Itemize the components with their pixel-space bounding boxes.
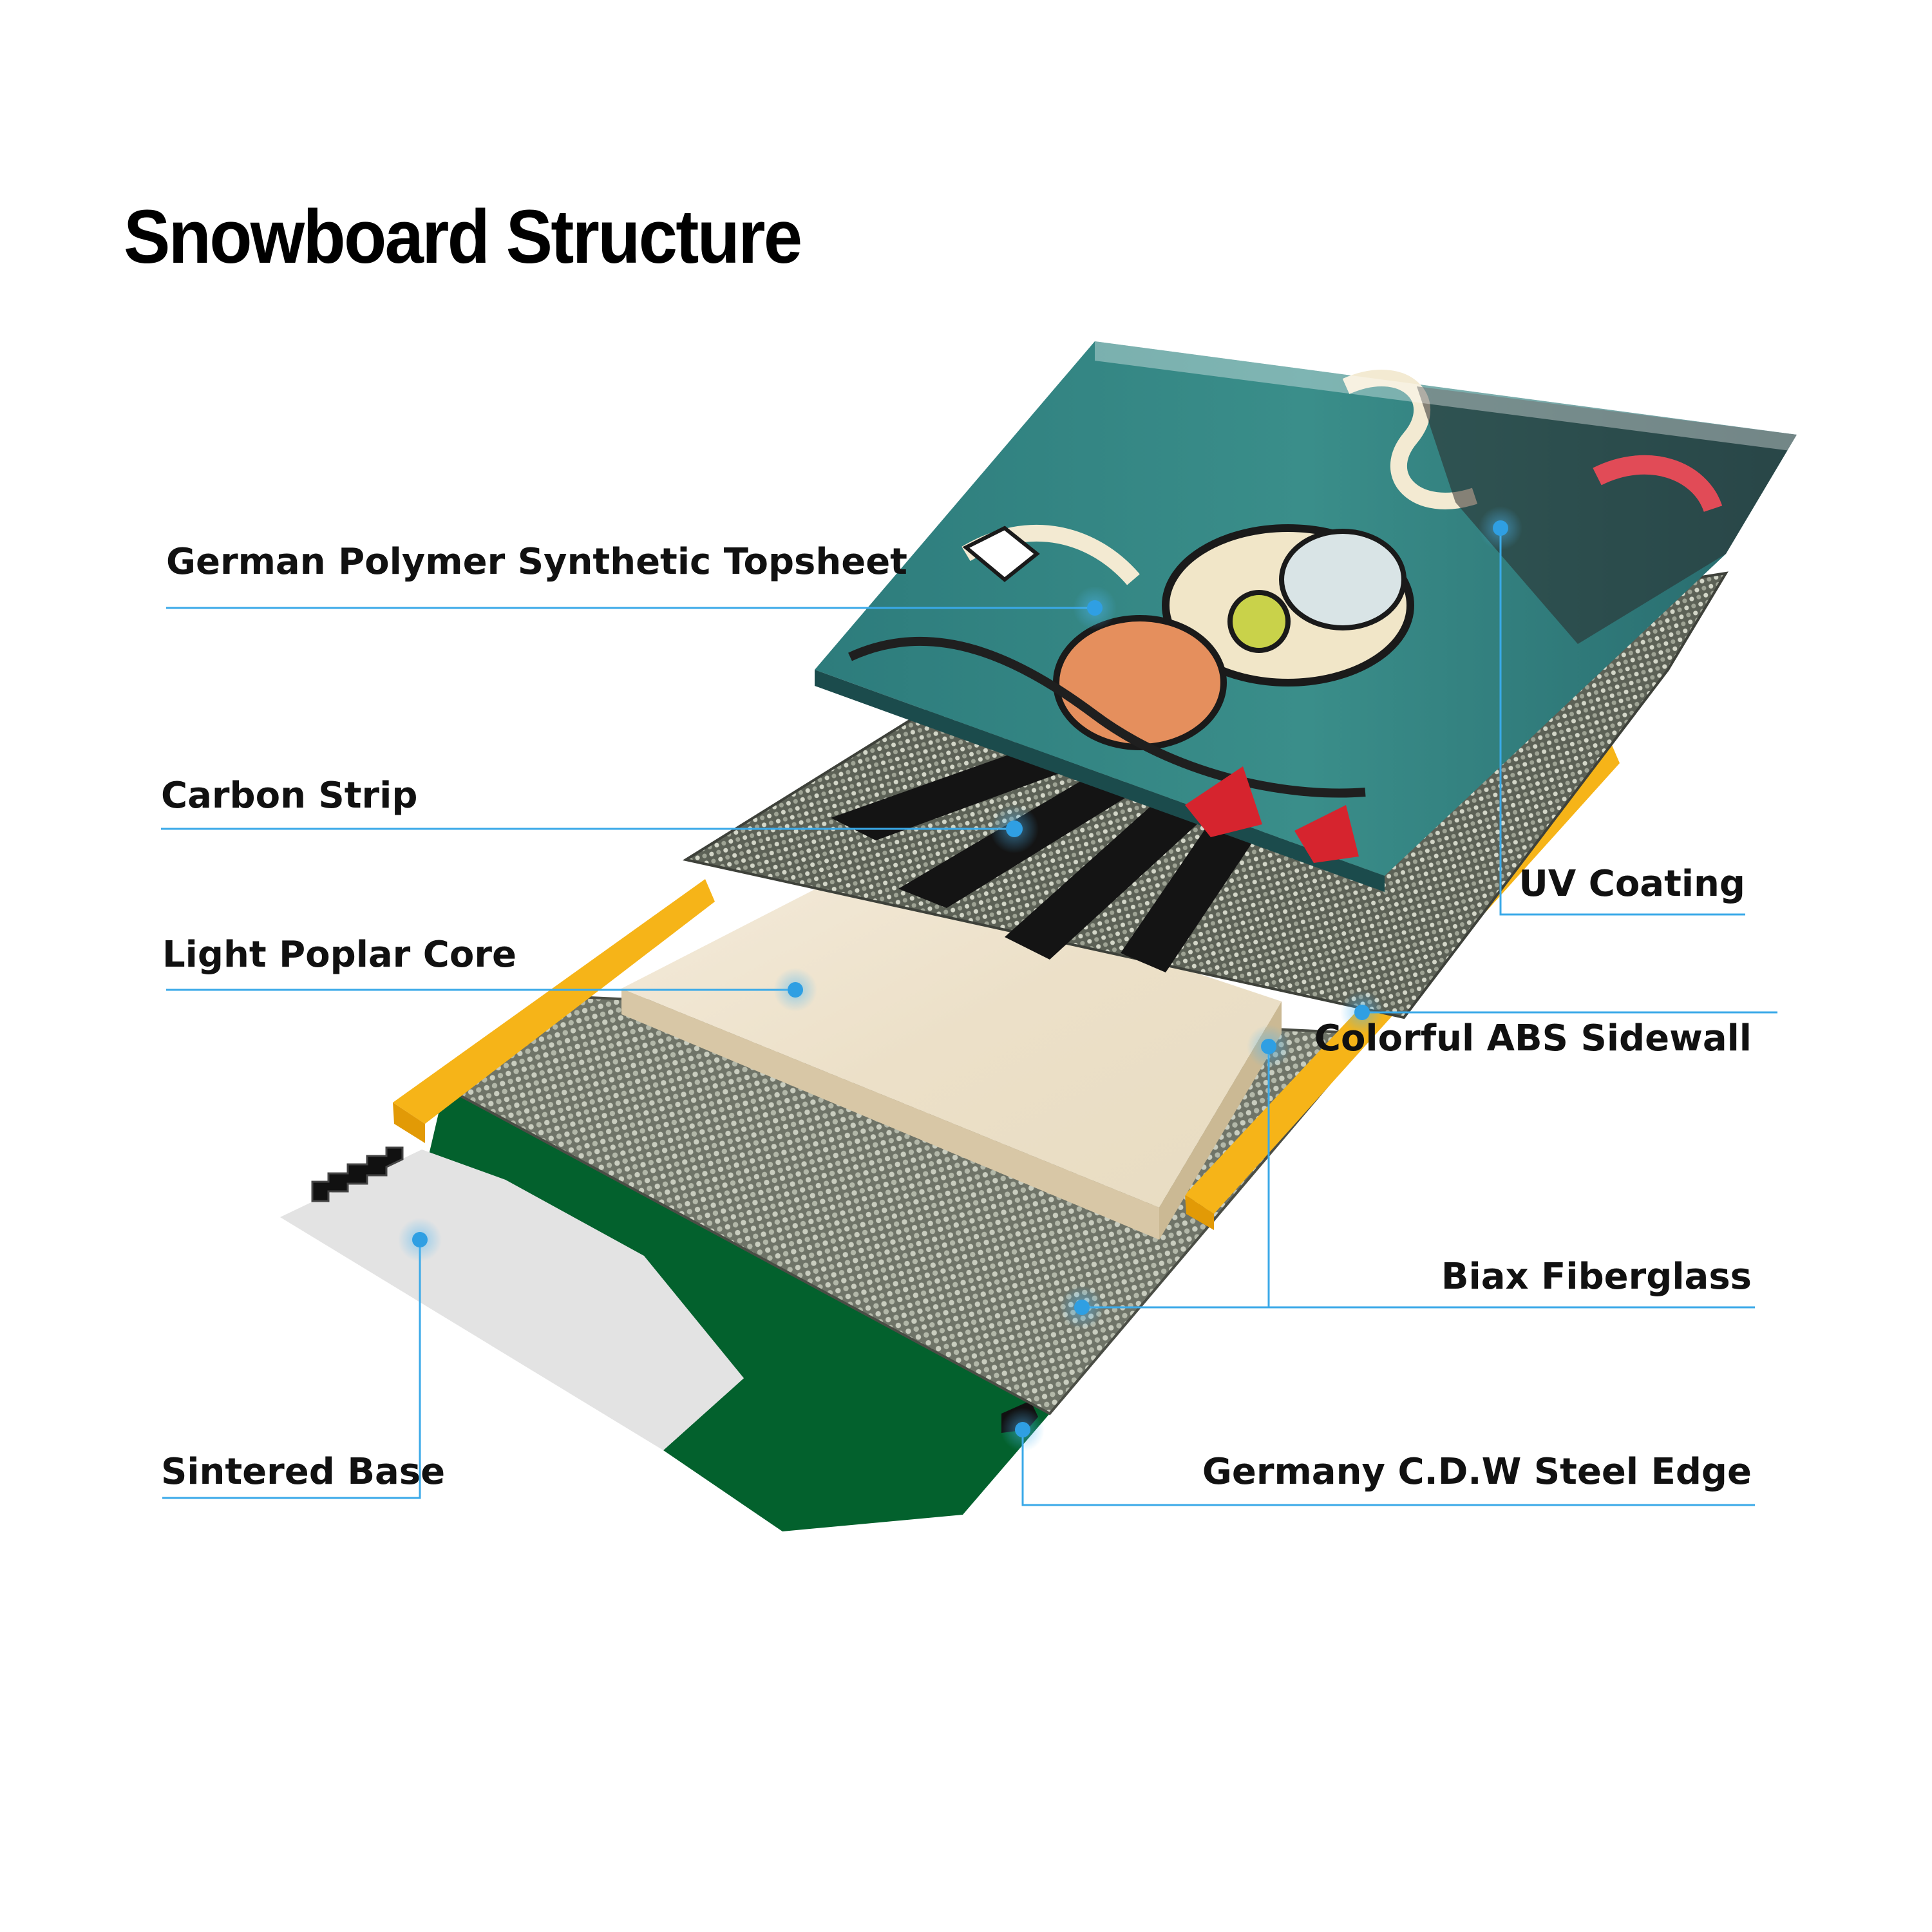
markers — [398, 506, 1522, 1452]
leader-base — [162, 1240, 421, 1499]
sintered-base-layer — [280, 1088, 1050, 1531]
marker-fiberglass-upper — [1247, 1025, 1291, 1068]
topsheet-layer — [815, 341, 1797, 892]
label-abs-sidewall: Colorful ABS Sidewall — [1314, 1018, 1752, 1059]
marker-edge — [1001, 1408, 1045, 1452]
label-sintered-base: Sintered Base — [161, 1451, 446, 1493]
marker-uv — [1479, 506, 1522, 550]
label-topsheet: German Polymer Synthetic Topsheet — [166, 541, 907, 583]
label-steel-edge: Germany C.D.W Steel Edge — [1202, 1451, 1752, 1493]
leader-edge — [1021, 1430, 1755, 1506]
page-title: Snowboard Structure — [124, 194, 802, 279]
base-white — [280, 1150, 744, 1450]
leader-lines — [161, 528, 1777, 1506]
label-uv-coating: UV Coating — [1519, 863, 1745, 905]
marker-carbon — [990, 804, 1039, 853]
marker-fiberglass-lower — [1060, 1285, 1104, 1329]
leader-uv — [1499, 528, 1745, 916]
base-green — [422, 1088, 1050, 1531]
label-biax-fiberglass: Biax Fiberglass — [1441, 1256, 1752, 1298]
marker-topsheet — [1073, 586, 1117, 630]
label-poplar-core: Light Poplar Core — [162, 934, 516, 976]
marker-sidewall — [1340, 990, 1384, 1034]
marker-base — [398, 1218, 442, 1262]
label-carbon-strip: Carbon Strip — [161, 775, 418, 817]
marker-core — [773, 968, 817, 1012]
